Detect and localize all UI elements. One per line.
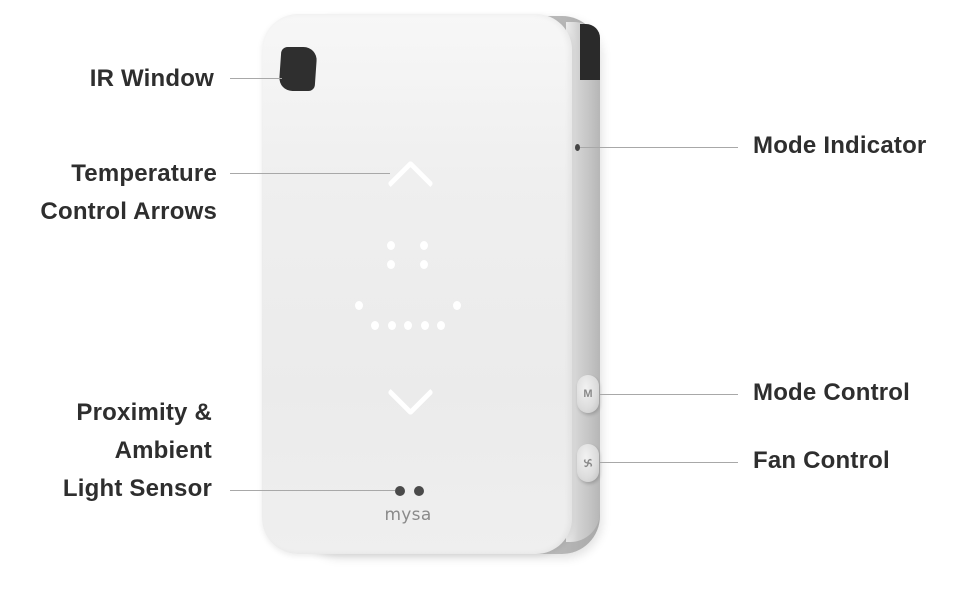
label-fan-control: Fan Control: [753, 447, 890, 474]
led-dot: [420, 260, 428, 269]
label-mode-indicator: Mode Indicator: [753, 132, 927, 159]
led-dot: [371, 321, 379, 330]
label-proximity-ambient-light-sensor: Proximity & Ambient Light Sensor: [62, 399, 212, 502]
ir-window: [278, 47, 318, 91]
mode-control-button[interactable]: M: [577, 375, 599, 413]
led-dot: [404, 321, 412, 330]
label-temperature-control-arrows: Temperature Control Arrows: [40, 160, 217, 225]
label-ir-window: IR Window: [89, 65, 214, 92]
fan-control-button[interactable]: [577, 444, 599, 482]
leader-mode-indicator: [580, 147, 738, 148]
mode-letter-icon: M: [583, 388, 593, 400]
ambient-light-sensor-dot: [414, 486, 424, 496]
device-side-dark-band: [580, 24, 600, 80]
device-face: [262, 14, 572, 554]
led-dot: [388, 321, 396, 330]
leader-fan-control: [600, 462, 738, 463]
leader-ir-window: [230, 78, 282, 79]
proximity-sensor-dot: [395, 486, 405, 496]
led-dot: [420, 241, 428, 250]
led-dot: [387, 241, 395, 250]
led-dot: [437, 321, 445, 330]
brand-logo: mysa: [384, 505, 432, 525]
label-mode-control: Mode Control: [753, 379, 911, 406]
leader-mode-control: [600, 394, 738, 395]
led-dot: [355, 301, 363, 310]
led-dot: [387, 260, 395, 269]
led-dot: [453, 301, 461, 310]
mode-indicator-light: [575, 144, 580, 151]
fan-icon: [583, 458, 593, 468]
leader-light-sensor: [230, 490, 395, 491]
leader-temperature-arrows: [230, 173, 390, 174]
led-dot: [421, 321, 429, 330]
